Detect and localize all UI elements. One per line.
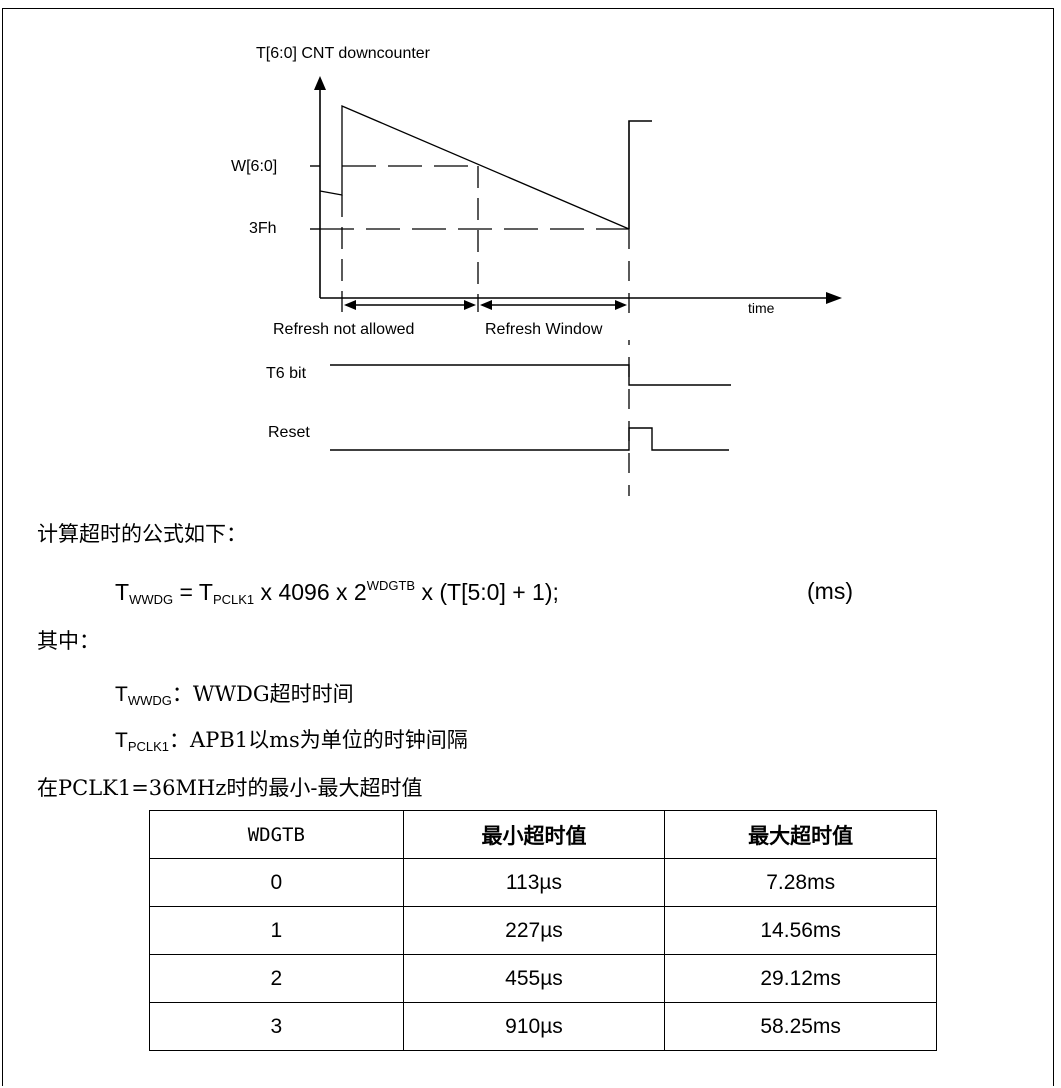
wwdg-timing-diagram: T[6:0] CNT downcounter time W[6:0] 3Fh R… (231, 45, 842, 496)
cell-max: 14.56ms (664, 906, 937, 955)
threshold-label: 3Fh (249, 220, 277, 237)
reset-label: Reset (268, 424, 310, 441)
cell-min: 455µs (402, 954, 666, 1003)
cell-min: 910µs (402, 1002, 666, 1051)
w-level-label: W[6:0] (231, 158, 277, 175)
counter-trace (319, 105, 630, 230)
def2-sub: PCLK1 (127, 739, 170, 754)
timeout-table: WDGTB 最小超时值 最大超时值 0 113µs 7.28ms 1 227µs… (149, 810, 937, 1051)
table-row: 3 910µs 58.25ms (149, 1002, 937, 1051)
arrowhead (615, 300, 627, 310)
arrowhead (480, 300, 492, 310)
table-caption: 在PCLK1=36MHz时的最小-最大超时值 (37, 776, 423, 800)
cell-max: 7.28ms (664, 858, 937, 907)
cell-max: 29.12ms (664, 954, 937, 1003)
cell-wdgtb: 1 (149, 906, 404, 955)
header-min-timeout: 最小超时值 (402, 810, 666, 859)
cell-wdgtb: 3 (149, 1002, 404, 1051)
x-axis-label: time (748, 300, 775, 316)
y-axis-arrow (314, 76, 326, 90)
reset-trace (330, 427, 729, 451)
def2-t: T (115, 729, 128, 752)
formula-pclk-sub: PCLK1 (212, 592, 255, 607)
cell-min: 113µs (402, 858, 666, 907)
mask-rect (628, 318, 632, 340)
formula-intro: 计算超时的公式如下： (37, 522, 247, 546)
where-label: 其中： (37, 629, 100, 653)
x-axis-arrow (826, 292, 842, 304)
t6-bit-trace (330, 364, 731, 386)
cell-min: 227µs (402, 906, 666, 955)
cell-wdgtb: 0 (149, 858, 404, 907)
table-header-row: WDGTB 最小超时值 最大超时值 (149, 810, 937, 859)
formula-t-sub: WWDG (129, 592, 174, 607)
cell-wdgtb: 2 (149, 954, 404, 1003)
formula-t: T (115, 579, 130, 605)
timeout-formula: TWWDG = TPCLK1 x 4096 x 2WDGTB x (T[5:0]… (115, 578, 853, 607)
header-max-timeout: 最大超时值 (664, 810, 937, 859)
formula-unit: (ms) (807, 578, 853, 604)
t6-bit-label: T6 bit (266, 365, 307, 382)
arrowhead (464, 300, 476, 310)
def1-text: ：WWDG超时时间 (171, 682, 354, 706)
formula-tail: x (T[5:0] + 1); (415, 579, 559, 605)
page-frame (2, 8, 1054, 1086)
formula-mid: x 4096 x 2 (254, 579, 367, 605)
region-not-allowed-label: Refresh not allowed (273, 321, 414, 338)
formula-eq: = T (173, 579, 213, 605)
header-wdgtb: WDGTB (149, 810, 404, 859)
table-row: 1 227µs 14.56ms (149, 906, 937, 955)
def1-sub: WWDG (127, 693, 172, 708)
def1-t: T (115, 683, 128, 706)
arrowhead (344, 300, 356, 310)
def2-text: ：APB1以ms为单位的时钟间隔 (169, 728, 468, 752)
definition-tpclk1: TPCLK1：APB1以ms为单位的时钟间隔 (115, 724, 468, 754)
definition-twwdg: TWWDG：WWDG超时时间 (115, 678, 354, 708)
y-axis-label: T[6:0] CNT downcounter (256, 45, 431, 62)
table-row: 2 455µs 29.12ms (149, 954, 937, 1003)
formula-sup: WDGTB (366, 578, 416, 593)
table-row: 0 113µs 7.28ms (149, 858, 937, 907)
region-window-label: Refresh Window (485, 321, 603, 338)
counter-reload (628, 120, 652, 229)
cell-max: 58.25ms (664, 1002, 937, 1051)
